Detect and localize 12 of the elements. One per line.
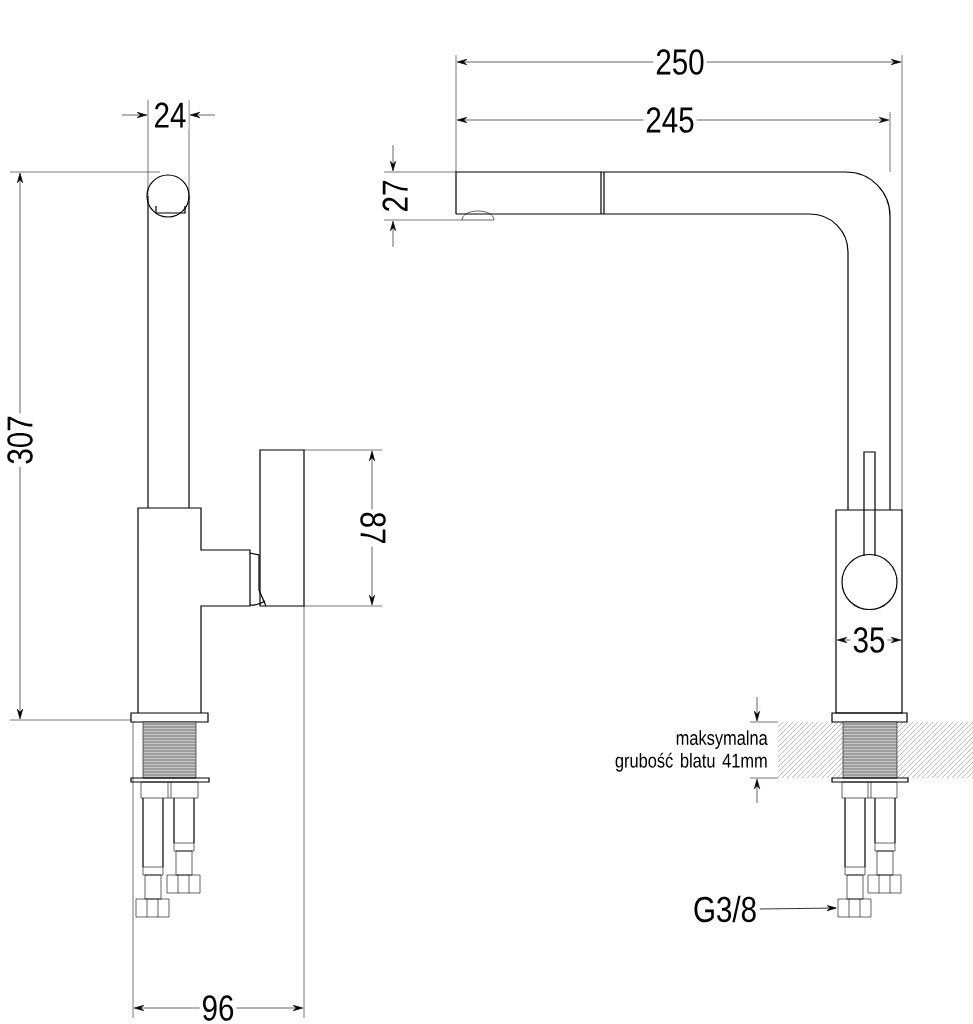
dimension-label: 307 [5,413,35,467]
dimension-label: 250 [653,47,707,77]
note-text: maksymalna grubość blatu 41mm [615,730,768,772]
dimension-label: 245 [643,105,697,135]
dimension-label: 87 [358,509,388,547]
dimension-label: 35 [850,625,888,655]
dimension-label: 96 [199,993,237,1023]
thread-label: G3/8 [694,895,756,923]
dimension-label: 27 [380,177,410,215]
leader-arrow [759,905,837,912]
dimension-label: 24 [151,100,189,130]
nut [837,898,872,918]
